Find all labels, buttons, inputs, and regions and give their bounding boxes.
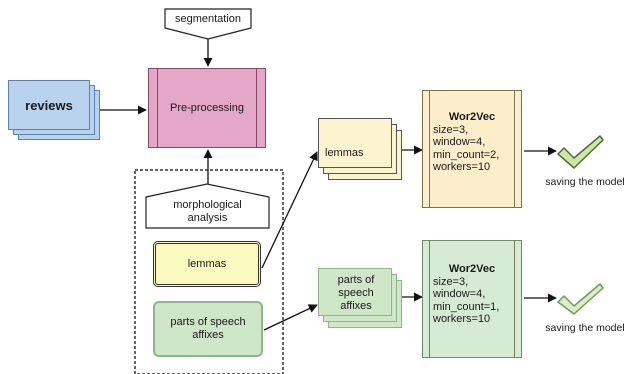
w2v-top-title: Wor2Vec	[448, 111, 496, 123]
pos-stack-node: parts of speech affixes	[318, 268, 404, 330]
w2v-bottom-text: Wor2Vec size=3, window=4, min_count=1, w…	[433, 263, 511, 326]
pos-box-node: parts of speech affixes	[153, 301, 263, 357]
preprocessing-left-rule	[157, 69, 158, 147]
morphological-shape	[145, 183, 270, 229]
segmentation-node: segmentation	[164, 8, 252, 40]
morphological-label: morphological analysis	[173, 199, 242, 224]
pos-stack-label: parts of speech affixes	[337, 274, 375, 312]
lemmas-box-label: lemmas	[187, 257, 227, 270]
arrow-pos-to-stack	[263, 304, 318, 331]
w2v-top-node: Wor2Vec size=3, window=4, min_count=2, w…	[422, 90, 522, 208]
w2v-bottom-right-rule	[514, 241, 515, 357]
preprocessing-label: Pre-processing	[170, 101, 244, 114]
w2v-bottom-left-rule	[429, 241, 430, 357]
preprocessing-right-rule	[256, 69, 257, 147]
w2v-top-right-rule	[514, 91, 515, 207]
reviews-sheet-front: reviews	[8, 80, 90, 130]
w2v-bottom-param: window=4,	[433, 288, 486, 300]
segmentation-label: segmentation	[174, 13, 242, 25]
pos-stack-sheet-front: parts of speech affixes	[318, 268, 392, 316]
save-top-label: saving the model	[545, 176, 624, 188]
w2v-top-left-rule	[429, 91, 430, 207]
checkmark-icon	[557, 283, 604, 315]
w2v-bottom-node: Wor2Vec size=3, window=4, min_count=1, w…	[422, 240, 522, 358]
reviews-label: reviews	[25, 97, 73, 113]
morphological-node: morphological analysis	[145, 183, 270, 229]
save-bottom-label: saving the model	[545, 322, 624, 334]
segmentation-shape	[164, 8, 252, 40]
checkmark-icon	[557, 135, 604, 169]
preprocessing-node: Pre-processing	[148, 68, 266, 148]
w2v-bottom-title: Wor2Vec	[448, 263, 496, 275]
arrow-lemmas-to-stack	[261, 151, 318, 269]
dashed-group-frame	[134, 169, 284, 374]
w2v-top-text: Wor2Vec size=3, window=4, min_count=2, w…	[433, 111, 511, 174]
lemmas-box-node: lemmas	[153, 241, 261, 287]
w2v-bottom-param: min_count=1,	[433, 300, 500, 313]
lemmas-stack-node: lemmas	[318, 118, 404, 182]
lemmas-stack-label: lemmas	[325, 147, 364, 159]
w2v-top-param: size=3,	[433, 123, 469, 136]
reviews-node: reviews	[8, 80, 102, 142]
w2v-bottom-param: size=3,	[433, 275, 469, 288]
w2v-top-param: window=4,	[433, 136, 486, 148]
w2v-bottom-param: workers=10	[433, 313, 491, 325]
w2v-top-param: workers=10	[433, 161, 491, 173]
w2v-top-param: min_count=2,	[433, 148, 500, 161]
pos-box-label: parts of speech affixes	[170, 316, 246, 341]
lemmas-stack-sheet-front: lemmas	[318, 118, 392, 168]
